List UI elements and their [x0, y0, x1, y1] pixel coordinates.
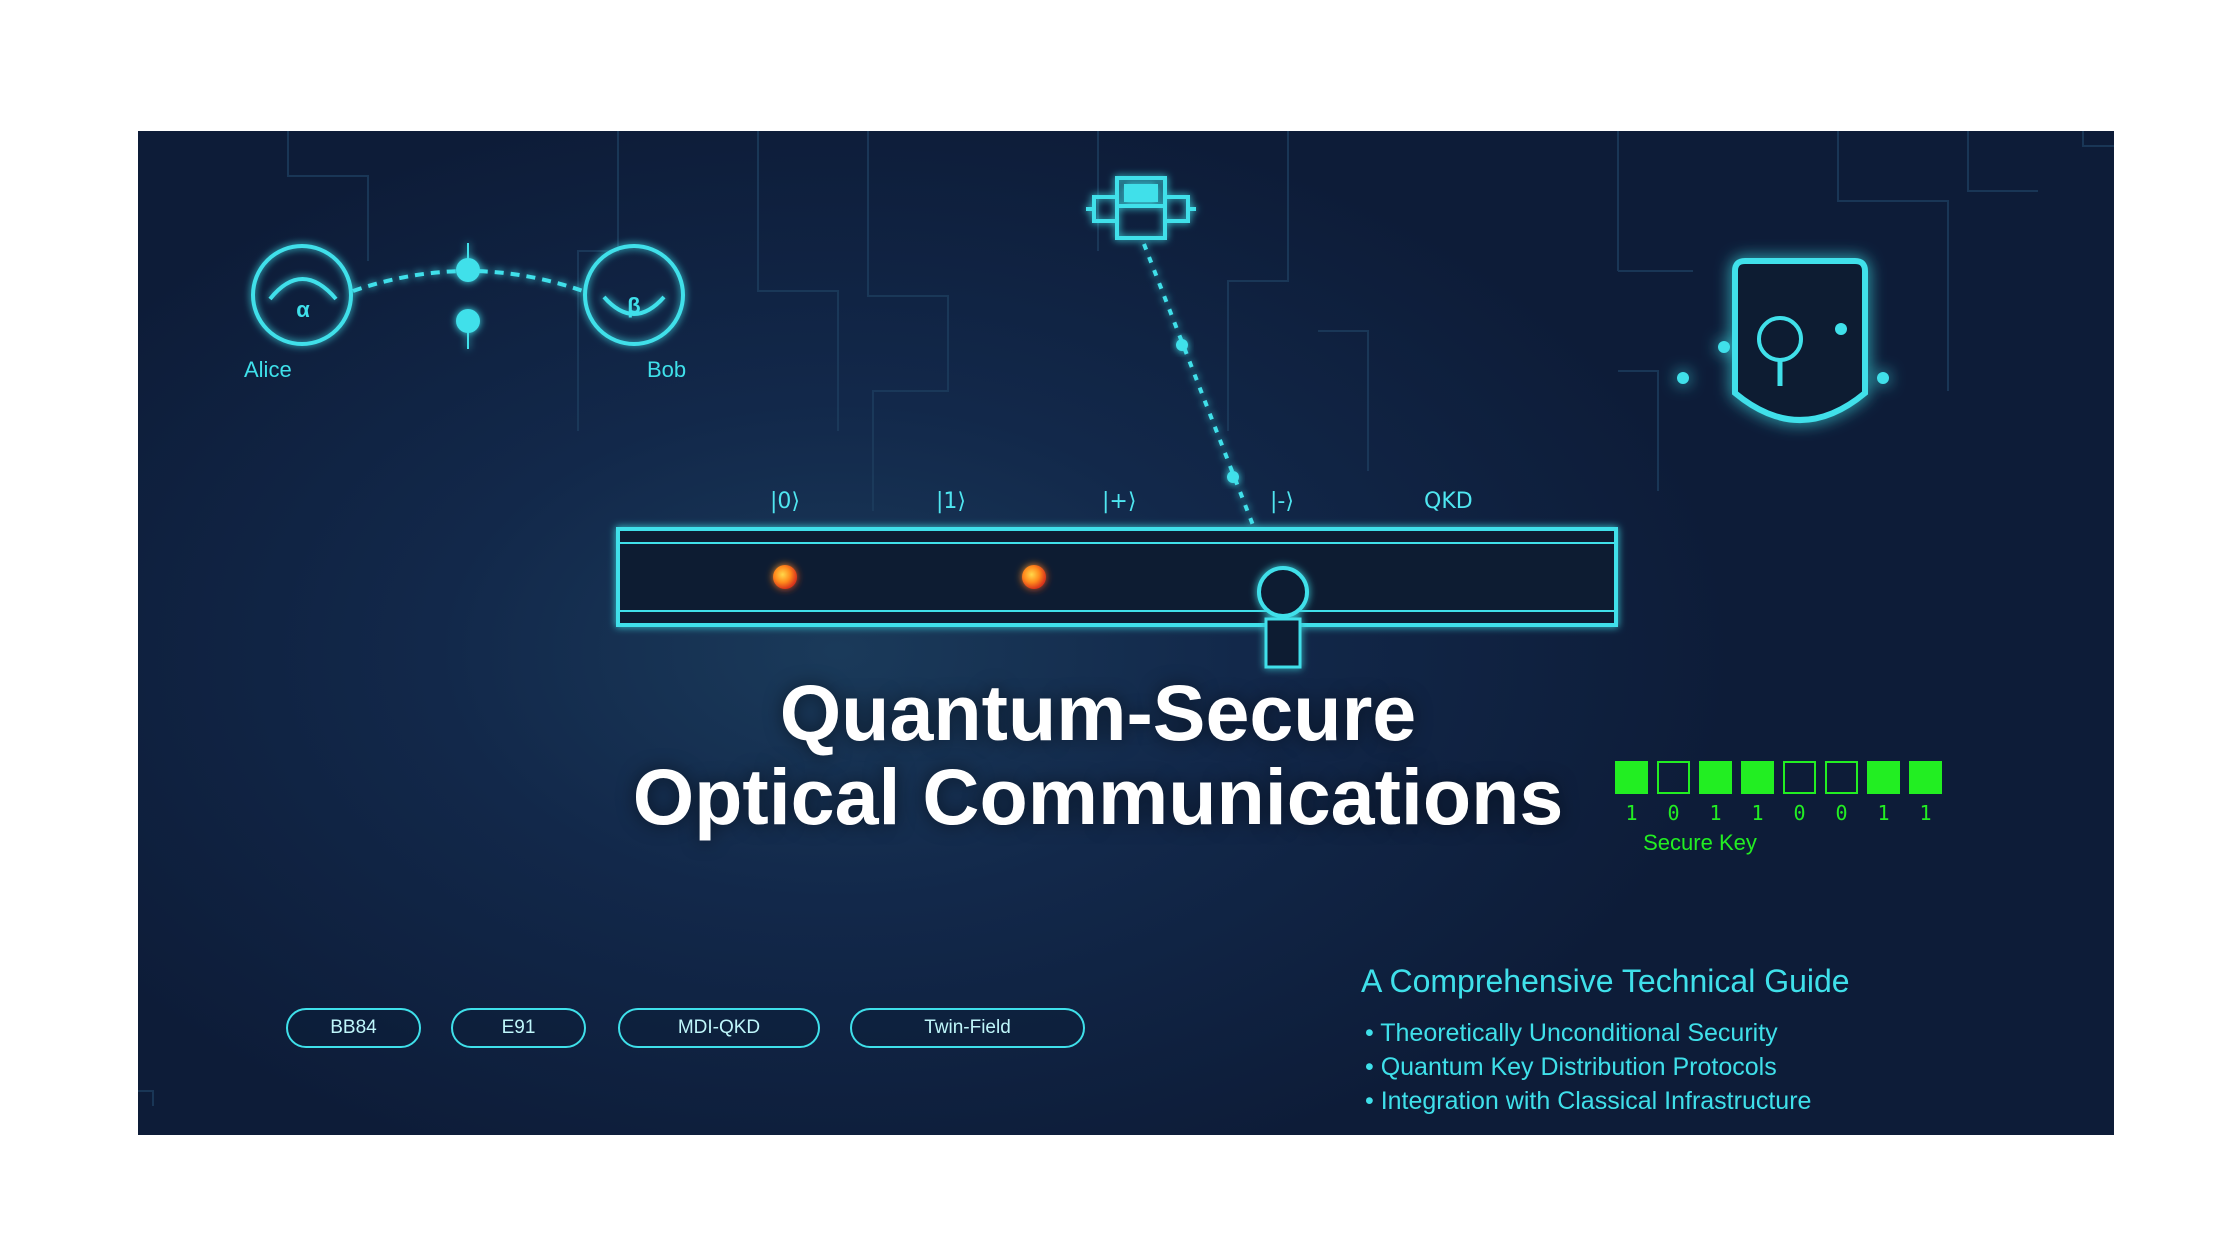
bob-label: Bob: [647, 357, 687, 382]
key-bit-box: [1657, 761, 1690, 794]
photon-icon: [1022, 565, 1046, 589]
state-label-plus: |+⟩: [1102, 489, 1137, 514]
guide-title: A Comprehensive Technical Guide: [1361, 963, 1850, 999]
protocol-e91-button[interactable]: E91: [451, 1008, 586, 1048]
satellite-beam: [1142, 243, 1265, 552]
bob-symbol: β: [627, 293, 641, 318]
key-bit-digit: 1: [1877, 801, 1890, 825]
secure-key-label: Secure Key: [1643, 830, 1757, 855]
key-bit-digit: 1: [1625, 801, 1638, 825]
protocol-twin-field-button[interactable]: Twin-Field: [850, 1008, 1085, 1048]
cover-panel: α β Alice Bob |0⟩ |1⟩ |+⟩ |-⟩ QKD Quantu…: [138, 131, 2114, 1135]
protocol-mdi-qkd-button[interactable]: MDI-QKD: [618, 1008, 820, 1048]
alice-detector-icon: [251, 244, 353, 346]
alice-symbol: α: [296, 297, 310, 322]
entangled-pair-icon: [456, 243, 480, 349]
alice-label: Alice: [244, 357, 292, 382]
background-graphics: [138, 131, 2114, 1106]
eavesdropper-probe-icon: [1257, 566, 1309, 669]
key-bit-box: [1909, 761, 1942, 794]
guide-bullet-list: • Theoretically Unconditional Security •…: [1365, 1016, 1811, 1118]
key-bit-box: [1699, 761, 1732, 794]
state-label-minus: |-⟩: [1270, 489, 1294, 514]
key-bit-digit: 1: [1919, 801, 1932, 825]
key-bit-box: [1615, 761, 1648, 794]
key-bit-box: [1741, 761, 1774, 794]
key-bit-box: [1783, 761, 1816, 794]
security-lock-icon: [1677, 258, 1889, 423]
list-item: • Quantum Key Distribution Protocols: [1365, 1053, 1777, 1081]
list-item: • Theoretically Unconditional Security: [1365, 1019, 1778, 1047]
key-bit-digit: 0: [1667, 801, 1680, 825]
title-line-2: Optical Communications: [632, 752, 1564, 841]
state-label-one: |1⟩: [936, 489, 966, 514]
page-title: Quantum-Secure Optical Communications: [518, 671, 1678, 839]
key-bit-digit: 1: [1709, 801, 1722, 825]
circuit-traces: [138, 131, 2114, 1106]
state-label-zero: |0⟩: [770, 489, 800, 514]
satellite-icon: [1086, 176, 1196, 240]
key-bit-digit: 0: [1793, 801, 1806, 825]
key-bit-box: [1867, 761, 1900, 794]
protocol-bb84-button[interactable]: BB84: [286, 1008, 421, 1048]
key-bit-box: [1825, 761, 1858, 794]
key-bit-digit: 1: [1751, 801, 1764, 825]
fiber-channel: [616, 527, 1618, 627]
list-item: • Integration with Classical Infrastruct…: [1365, 1087, 1812, 1115]
title-line-1: Quantum-Secure: [779, 668, 1417, 757]
bob-detector-icon: [583, 244, 685, 346]
key-bit-digit: 0: [1835, 801, 1848, 825]
photon-icon: [773, 565, 797, 589]
channel-tag-qkd: QKD: [1424, 489, 1473, 514]
